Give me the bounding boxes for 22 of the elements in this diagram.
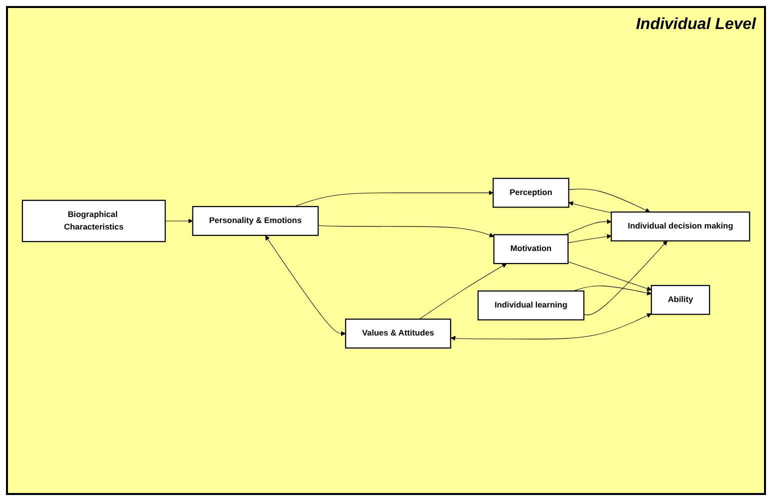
arrow [419,264,507,320]
node-box: Motivation [493,234,569,264]
arrow [584,240,668,316]
node-box: Individual decision making [610,212,750,242]
node-box: Biographical Characteristics [22,200,166,242]
arrow [294,190,494,208]
arrow [164,218,193,224]
node-box: Perception [492,178,570,208]
arrow [573,286,652,296]
arrow [568,234,612,244]
node-box: Ability [650,285,710,316]
node-box: Individual learning [478,290,584,321]
arrow [450,314,652,342]
arrow [568,202,612,214]
node-box: Personality & Emotions [192,206,319,236]
arrow [265,236,346,336]
arrow [318,226,494,238]
arrow [568,188,650,213]
arrow [568,262,652,292]
arrow [564,219,612,236]
node-box: Values & Attitudes [345,318,452,349]
diagram-title: Individual Level [636,16,756,34]
